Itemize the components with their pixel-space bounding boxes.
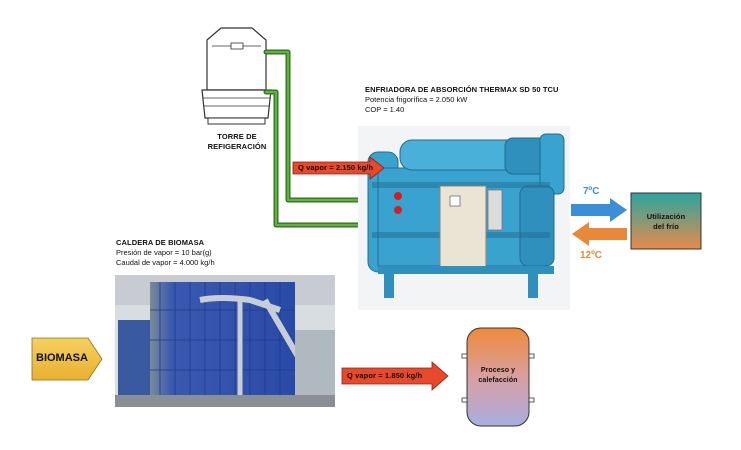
warm-return-arrow: [572, 222, 627, 246]
tower-label-line2: REFIGERACIÓN: [207, 142, 267, 151]
tower-label-line1: TORRE DE: [217, 132, 257, 141]
steam-arrow-to-process: [341, 361, 449, 391]
chiller-capacity: Potencia frigorífica = 2.050 kW: [365, 95, 468, 104]
cooling-water-pipes: [263, 49, 385, 228]
cold-use-label: Utilización del frío: [631, 212, 701, 232]
steam-to-chiller-label: Q vapor = 2.150 kg/h: [298, 163, 374, 172]
biomass-boiler: [115, 275, 335, 407]
boiler-info: CALDERA DE BIOMASA Presión de vapor = 10…: [116, 238, 316, 268]
process-label-line1: Proceso y: [480, 367, 516, 374]
process-tank: [461, 327, 535, 427]
steam-to-process-label: Q vapor = 1.850 kg/h: [347, 371, 423, 380]
cooling-tower: [201, 27, 272, 125]
process-label: Proceso y calefacción: [467, 366, 529, 386]
cold-use-box: [630, 192, 702, 250]
chiller-title: ENFRIADORA DE ABSORCIÓN THERMAX SD 50 TC…: [365, 85, 559, 94]
boiler-flow: Caudal de vapor = 4.000 kg/h: [116, 258, 215, 267]
steam-arrow-to-chiller: [292, 156, 385, 180]
cold-use-label-line1: Utilización: [646, 212, 686, 221]
process-label-line2: calefacción: [478, 377, 518, 384]
chiller-info: ENFRIADORA DE ABSORCIÓN THERMAX SD 50 TC…: [365, 85, 595, 115]
cold-use-label-line2: del frío: [653, 222, 679, 231]
boiler-pressure: Presión de vapor = 10 bar(g): [116, 248, 212, 257]
cold-supply-arrow: [571, 198, 627, 222]
boiler-title: CALDERA DE BIOMASA: [116, 238, 205, 247]
biomass-label: BIOMASA: [36, 352, 88, 364]
absorption-chiller: [358, 126, 570, 310]
tower-label: TORRE DE REFIGERACIÓN: [200, 132, 274, 152]
supply-temperature: 7ºC: [583, 186, 600, 197]
biomass-arrow: [31, 337, 103, 381]
return-temperature: 12ºC: [580, 250, 602, 261]
chiller-cop: COP = 1.40: [365, 105, 405, 114]
